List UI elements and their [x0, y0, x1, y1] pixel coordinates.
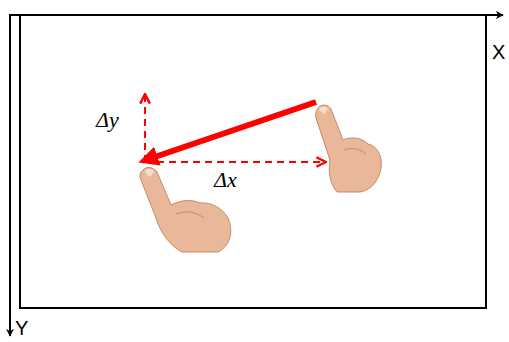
- axis-label: Y: [15, 318, 28, 338]
- axis-label: X: [492, 42, 505, 62]
- x-axis: [9, 14, 503, 16]
- delta-label: Δy: [96, 109, 119, 131]
- dy-arrow: [144, 94, 146, 162]
- dx-arrow: [145, 161, 326, 163]
- delta-label: Δx: [214, 169, 237, 191]
- screen-frame: [20, 15, 486, 308]
- hand-right: [316, 105, 382, 192]
- y-axis: [9, 14, 11, 336]
- swipe-arrow: [146, 102, 316, 160]
